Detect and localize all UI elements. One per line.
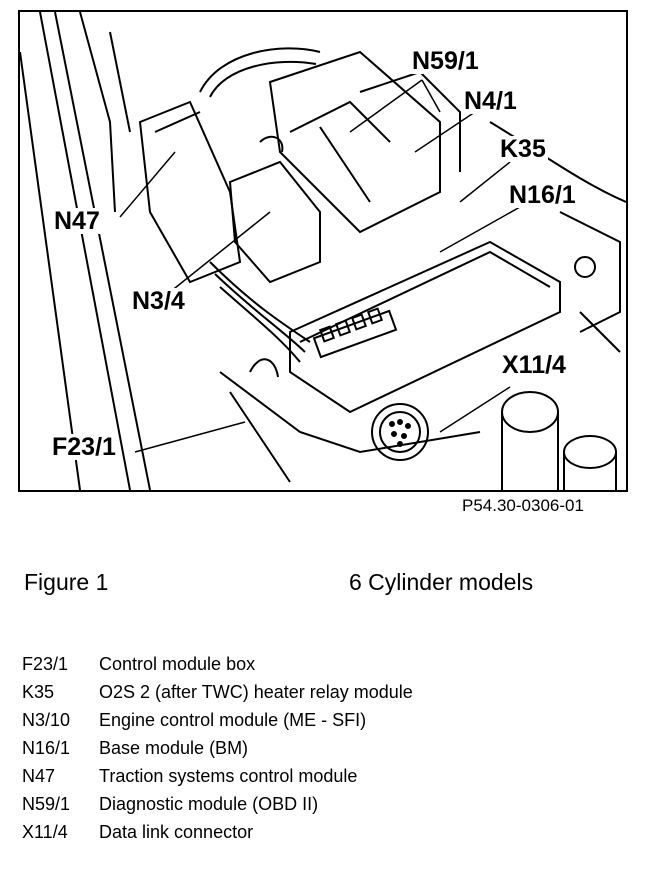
legend-description: Diagnostic module (OBD II) [99, 794, 319, 814]
legend-description: Data link connector [99, 822, 254, 842]
legend-code: X11/4 [22, 822, 68, 842]
callout-n47: N47 [52, 207, 102, 235]
callout-n3-4: N3/4 [130, 287, 187, 315]
legend-description: O2S 2 (after TWC) heater relay module [99, 682, 413, 702]
callout-n4-1: N4/1 [462, 87, 519, 115]
callout-k35: K35 [498, 135, 548, 163]
legend-code: N16/1 [22, 738, 71, 758]
legend-code: K35 [22, 682, 55, 702]
legend-description: Control module box [99, 654, 256, 674]
model-note: 6 Cylinder models [349, 569, 534, 595]
callout-f23-1: F23/1 [50, 433, 118, 461]
callout-n59-1: N59/1 [410, 47, 481, 75]
legend-code: N59/1 [22, 794, 71, 814]
callout-x11-4: X11/4 [500, 351, 568, 379]
figure-code: P54.30-0306-01 [462, 496, 584, 515]
legend-description: Base module (BM) [99, 738, 249, 758]
figure-number: Figure 1 [24, 569, 109, 595]
line-drawing [20, 12, 626, 490]
legend-code: F23/1 [22, 654, 69, 674]
legend-description: Engine control module (ME - SFI) [99, 710, 367, 730]
engine-bay-illustration: N59/1 N4/1 K35 N16/1 N47 N3/4 X11/4 F23/… [18, 10, 628, 492]
legend-code: N47 [22, 766, 56, 786]
callout-n16-1: N16/1 [507, 181, 578, 209]
legend-description: Traction systems control module [99, 766, 358, 786]
legend-code: N3/10 [22, 710, 71, 730]
